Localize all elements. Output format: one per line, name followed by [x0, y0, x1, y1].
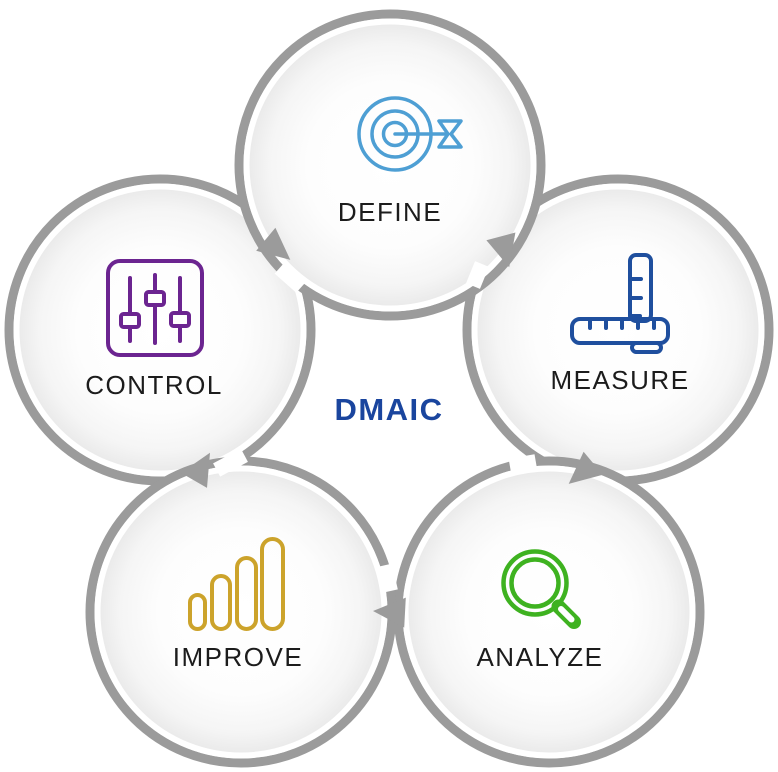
control-inner-rim [13, 183, 307, 477]
arrowhead-improve-to-control [181, 452, 210, 488]
define-inner-rim [243, 18, 537, 312]
analyze-inner-rim [402, 465, 696, 759]
sliders-icon [106, 259, 204, 357]
improve-ring [85, 456, 397, 768]
arrowhead-analyze-to-improve [373, 597, 406, 628]
phase-control: CONTROL [4, 174, 316, 486]
phase-label-analyze: ANALYZE [476, 642, 603, 672]
phase-improve: IMPROVE [85, 456, 397, 768]
ring-gap-notches [213, 261, 538, 593]
bar-chart-icon [188, 537, 285, 631]
arrowhead-control-to-define [256, 227, 291, 260]
magnifier-icon [501, 549, 581, 629]
phase-label-define: DEFINE [338, 197, 442, 227]
phase-analyze: ANALYZE [393, 456, 705, 768]
phase-label-measure: MEASURE [550, 365, 689, 395]
phase-label-improve: IMPROVE [173, 642, 303, 672]
phase-measure: MEASURE [462, 174, 774, 486]
target-arrow-icon [357, 96, 463, 172]
ruler-icon [570, 253, 670, 354]
arrowhead-measure-to-analyze [568, 451, 603, 484]
center-title: DMAIC [334, 392, 443, 427]
define-ring [234, 9, 546, 321]
cycle-arrowheads [181, 227, 603, 628]
arrowhead-define-to-measure [486, 232, 516, 268]
phase-define: DEFINE [234, 9, 546, 321]
phase-label-control: CONTROL [85, 370, 223, 400]
